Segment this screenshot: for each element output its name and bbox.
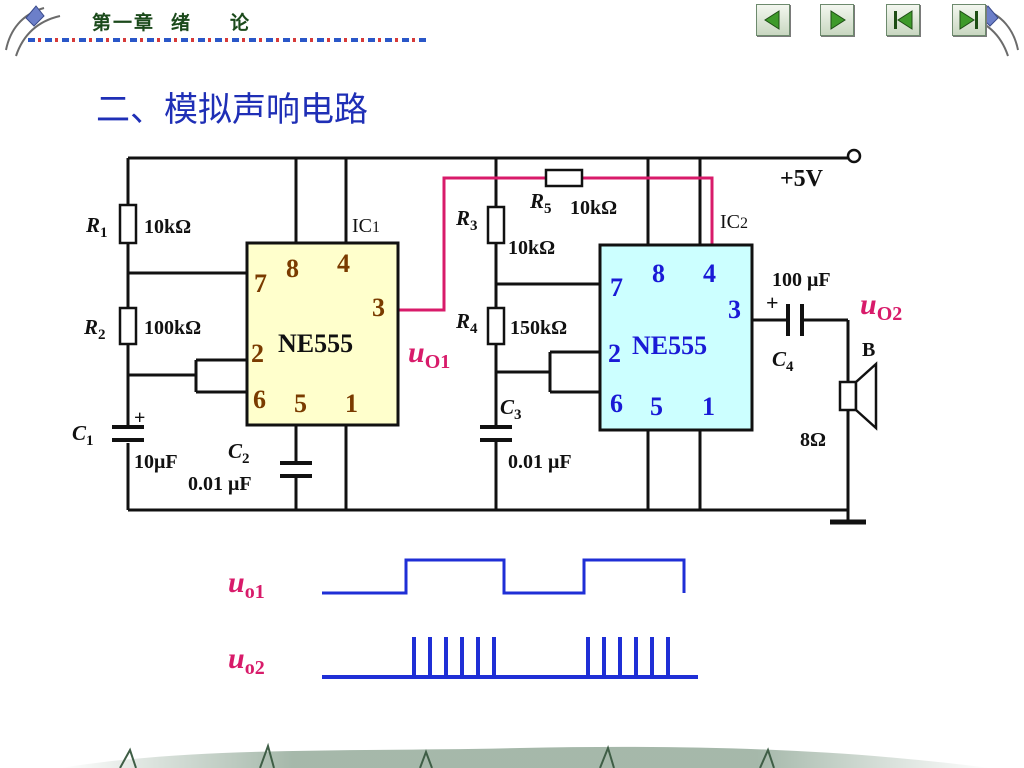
page-title: 二、模拟声响电路	[96, 90, 368, 130]
c2-capacitor	[280, 461, 312, 478]
ic1-chip	[245, 241, 400, 427]
ic2-pin-5: 5	[650, 392, 663, 421]
r1-value: 10kΩ	[144, 216, 191, 238]
ic2-pin-1: 1	[702, 392, 715, 421]
ic1-pin-4: 4	[337, 249, 350, 278]
ic1-pin-6: 6	[253, 385, 266, 414]
c4-plus: +	[766, 290, 779, 315]
ic1-pin-1: 1	[345, 389, 358, 418]
r4-resistor	[486, 306, 506, 346]
c4-capacitor	[786, 304, 804, 336]
circuit-wires	[126, 156, 866, 525]
uo2-label: uO2	[860, 288, 902, 325]
first-button[interactable]	[886, 4, 920, 36]
r3-value: 10kΩ	[508, 237, 555, 259]
ic1-pin-2: 2	[251, 339, 264, 368]
signal-wire	[398, 176, 714, 312]
footer-grass-decoration	[60, 742, 990, 768]
ic2-pin-3: 3	[728, 295, 741, 324]
supply-label: +5V	[780, 166, 824, 192]
r4-label: R4	[455, 309, 478, 337]
header-dotted-rule	[28, 38, 428, 42]
r3-resistor	[486, 205, 506, 245]
c1-value: 10μF	[134, 451, 178, 473]
next-button[interactable]	[820, 4, 854, 36]
ic2-pin-2: 2	[608, 339, 621, 368]
r1-resistor	[118, 203, 138, 245]
ic1-label: IC1	[352, 215, 380, 237]
ic2-label: IC2	[720, 211, 748, 233]
ic2-pin-4: 4	[703, 259, 716, 288]
speaker-label: B	[862, 339, 875, 361]
c4-value: 100 μF	[772, 269, 831, 291]
chapter-title-1: 绪	[171, 12, 193, 34]
c1-plus: +	[134, 407, 145, 429]
speaker-value: 8Ω	[800, 429, 826, 451]
c2-value: 0.01 μF	[188, 473, 252, 495]
ic2-pin-7: 7	[610, 273, 623, 302]
uo1-label: uO1	[408, 336, 450, 373]
r5-label: R5	[529, 189, 552, 217]
last-button[interactable]	[952, 4, 986, 36]
ic2-pin-6: 6	[610, 389, 623, 418]
ic2-pin-8: 8	[652, 259, 665, 288]
previous-icon	[764, 10, 780, 30]
previous-button[interactable]	[756, 4, 790, 36]
c1-capacitor	[112, 425, 144, 442]
r5-value: 10kΩ	[570, 197, 617, 219]
ic1-pin-7: 7	[254, 269, 267, 298]
next-icon	[830, 10, 846, 30]
ic2-chip-label: NE555	[632, 331, 707, 360]
c2-label: C2	[228, 439, 250, 467]
c3-label: C3	[500, 395, 522, 423]
r1-label: R1	[85, 213, 108, 241]
r2-label: R2	[83, 315, 106, 343]
ic1-pin-8: 8	[286, 254, 299, 283]
supply-terminal	[846, 148, 862, 164]
c1-label: C1	[72, 421, 94, 449]
wave-uo2-label: uo2	[228, 642, 265, 679]
chapter-title-2: 论	[230, 12, 252, 34]
wave-uo1-label: uo1	[228, 566, 265, 603]
r2-resistor	[118, 306, 138, 346]
c3-capacitor	[480, 425, 512, 442]
ic1-chip-label: NE555	[278, 329, 353, 358]
r5-resistor	[544, 168, 584, 188]
chapter-number: 第一章	[92, 12, 156, 34]
c3-value: 0.01 μF	[508, 451, 572, 473]
c4-label: C4	[772, 347, 794, 375]
wave-uo2	[322, 637, 698, 679]
r4-value: 150kΩ	[510, 317, 567, 339]
last-icon	[959, 10, 978, 30]
r2-value: 100kΩ	[144, 317, 201, 339]
slide-header: 第一章绪 论	[0, 0, 1024, 60]
chapter-heading: 第一章绪 论	[92, 8, 251, 35]
first-icon	[894, 10, 913, 30]
wave-uo1	[322, 558, 686, 595]
ic2-chip	[598, 243, 754, 432]
r3-label: R3	[455, 206, 478, 234]
ic1-pin-5: 5	[294, 389, 307, 418]
speaker-icon	[838, 361, 878, 431]
ic1-pin-3: 3	[372, 293, 385, 322]
